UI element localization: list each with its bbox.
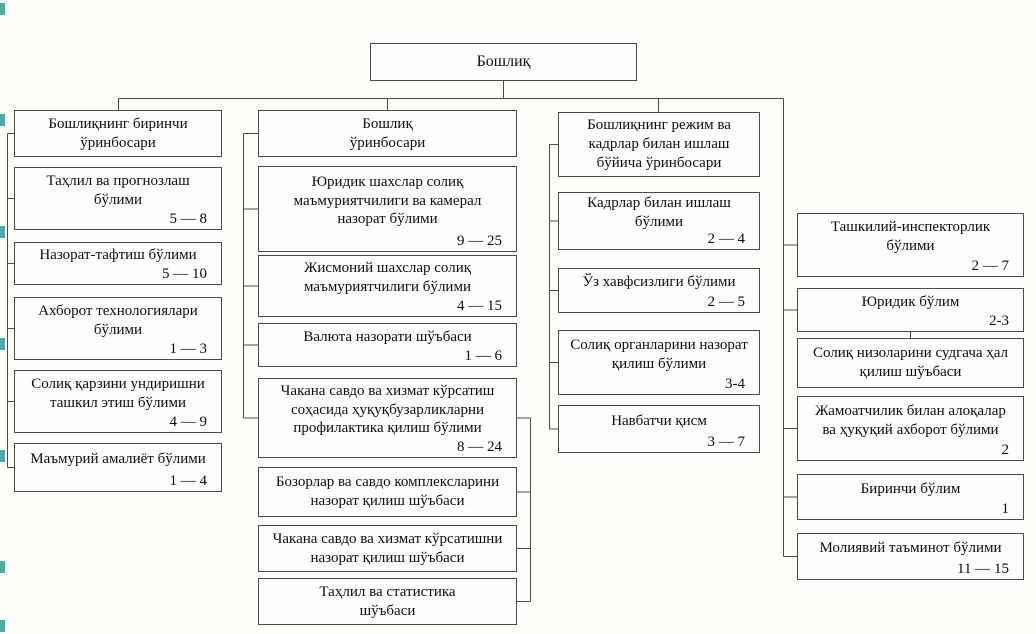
box-boshliq: Бошлиқ	[370, 43, 637, 81]
box-soliq-qarzini-undirish: Солиқ қарзини ундиришни ташкил этиш бўли…	[14, 370, 222, 433]
box-tashkiliy-inspektorlik: Ташкилий-инспекторлик бўлими 2 — 7	[797, 213, 1024, 277]
box-staff-range: 4 — 15	[457, 297, 502, 314]
box-title: Солиқ низоларини судгача ҳал қилиш шўъба…	[812, 345, 1009, 380]
box-title: Бошлиқ ўринбосари	[349, 115, 426, 151]
box-staff-range: 4 — 9	[169, 413, 208, 430]
box-title: Бошлиқнинг биринчи ўринбосари	[48, 115, 188, 151]
box-staff-range: 3-4	[725, 375, 745, 392]
box-staff-range: 1 — 4	[169, 472, 208, 489]
box-staff-range: 2	[1001, 441, 1010, 458]
page-edge-mark	[0, 226, 5, 238]
box-title: Валюта назорати шўъбаси	[303, 328, 472, 345]
box-staff-range: 2-3	[989, 312, 1009, 329]
box-title: Жисмоний шахслар солиқ маъмуриятчилиги б…	[303, 260, 472, 295]
box-navbatchi-qism: Навбатчи қисм 3 — 7	[558, 405, 760, 453]
box-title: Солиқ қарзини ундиришни ташкил этиш бўли…	[31, 375, 205, 411]
box-staff-range: 5 — 8	[169, 210, 208, 227]
box-staff-range: 1 — 6	[464, 347, 503, 364]
box-staff-range: 5 — 10	[162, 265, 207, 282]
box-title: Таҳлил ва прогнозлаш бўлими	[46, 172, 190, 208]
box-valyuta-nazorati: Валюта назорати шўъбаси 1 — 6	[258, 323, 517, 367]
box-title: Таҳлил ва статистика шўъбаси	[319, 583, 456, 619]
box-staff-range: 1	[1001, 500, 1010, 517]
page-edge-mark	[0, 450, 5, 462]
box-yuridik-bolim: Юридик бўлим 2-3	[797, 288, 1024, 332]
box-title: Бошлиқ	[476, 52, 531, 70]
box-title: Чакана савдо ва хизмат кўрсатиш соҳасида…	[280, 382, 495, 437]
box-jamoatchilik-aloqalar: Жамоатчилик билан алоқалар ва ҳуқуқий ах…	[797, 396, 1024, 461]
box-title: Кадрлар билан ишлаш бўлими	[587, 195, 731, 230]
box-mamuriy-amaliyot: Маъмурий амалиёт бўлими 1 — 4	[14, 443, 222, 492]
box-title: Юридик бўлим	[861, 293, 960, 310]
box-staff-range: 2 — 5	[707, 293, 746, 310]
box-staff-range: 3 — 7	[707, 433, 746, 450]
box-bozorlar-nazorat: Бозорлар ва савдо комплексларини назорат…	[258, 467, 517, 517]
box-tahlil-statistika: Таҳлил ва статистика шўъбаси	[258, 578, 517, 625]
box-deputy-first: Бошлиқнинг биринчи ўринбосари	[14, 110, 222, 157]
box-title: Молиявий таъминот бўлими	[819, 540, 1002, 557]
page-edge-mark	[0, 338, 5, 350]
box-title: Ташкилий-инспекторлик бўлими	[830, 219, 991, 254]
box-birinchi-bolim: Биринчи бўлим 1	[797, 474, 1024, 520]
box-staff-range: 11 — 15	[957, 560, 1009, 577]
box-staff-range: 1 — 3	[169, 340, 208, 357]
box-chakana-profilaktika: Чакана савдо ва хизмат кўрсатиш соҳасида…	[258, 378, 517, 458]
box-axborot-texnologiyalari: Ахборот технологиялари бўлими 1 — 3	[14, 297, 222, 360]
box-staff-range: 2 — 7	[971, 257, 1010, 274]
box-title: Юридик шахслар солиқ маъмуриятчилиги ва …	[293, 173, 482, 228]
box-title: Биринчи бўлим	[860, 480, 961, 497]
box-chakana-nazorat: Чакана савдо ва хизмат кўрсатишни назора…	[258, 525, 517, 572]
box-jismoniy-shaxslar: Жисмоний шахслар солиқ маъмуриятчилиги б…	[258, 255, 517, 317]
box-soliq-organlari-nazorat: Солиқ органларини назорат қилиш бўлими 3…	[558, 330, 760, 395]
box-title: Жамоатчилик билан алоқалар ва ҳуқуқий ах…	[815, 402, 1006, 438]
box-staff-range: 2 — 4	[707, 230, 746, 247]
box-title: Бозорлар ва савдо комплексларини назорат…	[275, 474, 500, 509]
box-soliq-nizolari: Солиқ низоларини судгача ҳал қилиш шўъба…	[797, 338, 1024, 388]
box-yuridik-shaxslar: Юридик шахслар солиқ маъмуриятчилиги ва …	[258, 166, 517, 252]
page-edge-mark	[0, 620, 5, 632]
box-title: Чакана савдо ва хизмат кўрсатишни назора…	[272, 530, 503, 566]
page-edge-mark	[0, 561, 5, 573]
box-kadrlar: Кадрлар билан ишлаш бўлими 2 — 4	[558, 192, 760, 250]
box-title: Ўз хавфсизлиги бўлими	[582, 274, 736, 291]
box-deputy: Бошлиқ ўринбосари	[258, 110, 517, 157]
box-deputy-regime: Бошлиқнинг режим ва кадрлар билан ишлаш …	[558, 112, 760, 177]
box-tahlil-prognozlash: Таҳлил ва прогнозлаш бўлими 5 — 8	[14, 167, 222, 230]
box-title: Бошлиқнинг режим ва кадрлар билан ишлаш …	[587, 117, 731, 171]
box-title: Ахборот технологиялари бўлими	[38, 302, 198, 338]
box-title: Назорат-тафтиш бўлими	[39, 247, 197, 264]
box-title: Солиқ органларини назорат қилиш бўлими	[570, 336, 748, 372]
box-nazorat-taftish: Назорат-тафтиш бўлими 5 — 10	[14, 242, 222, 285]
box-staff-range: 8 — 24	[457, 438, 502, 455]
page-edge-mark	[0, 3, 5, 15]
box-moliyaviy-taminot: Молиявий таъминот бўлими 11 — 15	[797, 533, 1024, 580]
box-staff-range: 9 — 25	[457, 232, 502, 249]
page-edge-mark	[0, 114, 5, 126]
box-title: Навбатчи қисм	[611, 412, 707, 429]
box-oz-xavfsizligi: Ўз хавфсизлиги бўлими 2 — 5	[558, 268, 760, 313]
box-title: Маъмурий амалиёт бўлими	[30, 451, 206, 468]
